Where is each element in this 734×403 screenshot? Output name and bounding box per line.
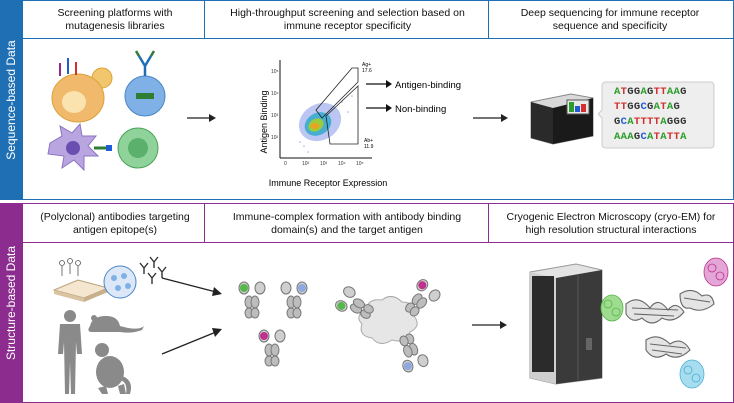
- antibody-blue: [280, 281, 308, 319]
- green-fab-density: [600, 294, 624, 322]
- complex-antibody-green: [333, 284, 379, 326]
- structure-header-1: (Polyclonal) antibodies targeting antige…: [40, 211, 190, 236]
- sequence-read: AAAGCATATTA: [614, 131, 687, 143]
- x-tick: 0: [284, 161, 287, 167]
- structure-header-divider: [488, 203, 489, 242]
- y-tick: 10⁴: [271, 91, 279, 97]
- complex-antibody-magenta: [398, 276, 443, 323]
- sequence-side-label: Sequence-based Data: [4, 40, 18, 160]
- sequence-header-3: Deep sequencing for immune receptor sequ…: [520, 7, 700, 32]
- complex-antibody-blue: [392, 330, 431, 374]
- structure-header-2: Immune-complex formation with antibody b…: [232, 211, 462, 236]
- monkey-silhouette: [95, 343, 131, 394]
- antibody-y-icons: [139, 256, 167, 284]
- sequence-header-2: High-throughput screening and selection …: [230, 7, 465, 32]
- x-tick: 10⁴: [338, 161, 346, 167]
- sequence-side-bar: Sequence-based Data: [0, 0, 22, 200]
- structure-header-divider: [204, 203, 205, 242]
- gate-non-binding: [325, 85, 359, 145]
- structure-side-label: Structure-based Data: [4, 245, 18, 361]
- facs-plot: Antigen Binding 10² 10³ 10⁴ 10⁵ 0 10² 10…: [259, 60, 461, 188]
- sequence-reads: ATGGAGTTAAG TTGGCGATAG GCATTTTAGGG AAAGC…: [614, 85, 714, 145]
- sequence-bubble: [598, 81, 715, 149]
- flow-arrow: [187, 114, 216, 122]
- sequence-header-1: Screening platforms with mutagenesis lib…: [57, 7, 173, 32]
- sequence-read: TTGGCGATAG: [614, 101, 681, 113]
- structure-header-rule: [22, 242, 734, 243]
- converging-arrows: [161, 277, 222, 355]
- y-tick: 10²: [271, 135, 279, 141]
- gate-antigen-binding: [315, 67, 359, 119]
- antibody-sources-illustration: [52, 256, 167, 394]
- y-tick: 10³: [271, 113, 279, 119]
- sequence-header-rule: [22, 38, 734, 39]
- facs-x-axis-label: Immune Receptor Expression: [269, 178, 388, 188]
- antibody-green: [238, 281, 266, 319]
- facs-x-ticks: 0 10² 10³ 10⁴ 10⁵: [284, 161, 364, 167]
- arrow-antigen-binding-label: Antigen-binding: [395, 80, 461, 91]
- sequence-header-divider: [204, 0, 205, 38]
- cryo-em-instrument: [529, 263, 603, 385]
- sequence-read: GCATTTTAGGG: [614, 116, 687, 128]
- x-tick: 10²: [302, 161, 310, 167]
- human-silhouette: [58, 310, 82, 394]
- arrow-non-binding-label: Non-binding: [395, 104, 446, 115]
- sequence-header-divider: [488, 0, 489, 38]
- blue-fab-density: [679, 359, 705, 389]
- x-tick: 10³: [320, 161, 328, 167]
- sequencer-machine: [530, 93, 594, 145]
- flow-arrow: [472, 321, 507, 329]
- gate-high-label: Ag+: [362, 62, 371, 68]
- gate-low-label: Ab+: [364, 138, 373, 144]
- structure-side-bar: Structure-based Data: [0, 203, 22, 403]
- gate-low-value: 11.9: [364, 144, 374, 150]
- facs-y-ticks: 10² 10³ 10⁴ 10⁵: [271, 69, 279, 141]
- antigen-ribbon-structures: [625, 289, 715, 358]
- protein-structures: [600, 257, 729, 389]
- x-tick: 10⁵: [356, 161, 364, 167]
- facs-y-axis-label: Antigen Binding: [259, 90, 269, 153]
- magenta-fab-density: [703, 257, 729, 287]
- structure-header-3: Cryogenic Electron Microscopy (cryo-EM) …: [506, 211, 716, 236]
- flow-arrow: [473, 114, 508, 122]
- y-tick: 10⁵: [271, 69, 279, 75]
- mouse-silhouette: [88, 316, 144, 333]
- sequence-read: ATGGAGTTAAG: [614, 86, 687, 98]
- immune-complex-illustration: [238, 276, 443, 374]
- antibody-magenta: [258, 329, 286, 367]
- gate-high-value: 17.6: [362, 68, 372, 74]
- screening-cells-illustration: [47, 50, 166, 172]
- bead-zoom: [103, 265, 137, 299]
